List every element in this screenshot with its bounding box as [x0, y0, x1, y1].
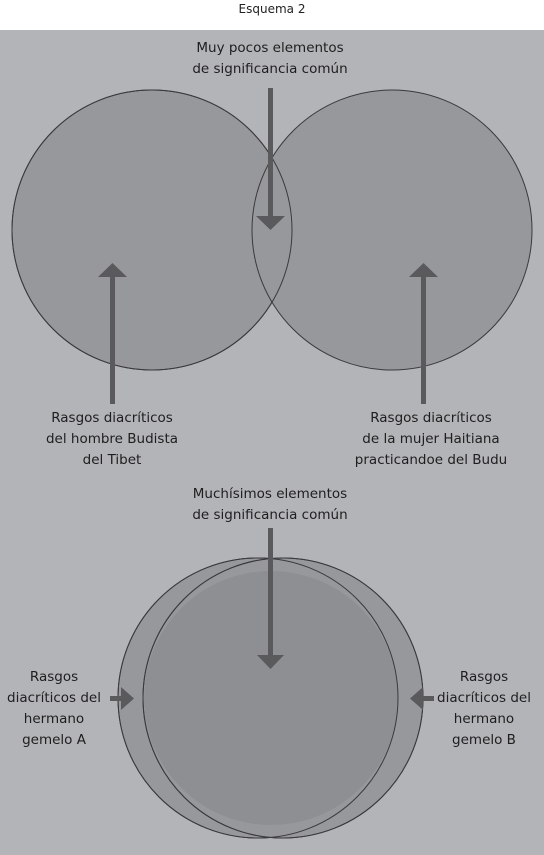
label-line: Rasgos diacríticos	[370, 410, 492, 426]
label-line: del hombre Budista	[45, 431, 179, 447]
label-line: Rasgos	[459, 669, 509, 685]
label-line: Muy pocos elementos	[196, 40, 344, 56]
label-line: Muchísimos elementos	[192, 486, 348, 502]
circle-budista-outline	[11, 89, 293, 371]
arrow-gemelo-a	[110, 687, 134, 710]
label-line: hermano	[453, 711, 515, 727]
label-haitiana: Rasgos diacríticos de la mujer Haitiana …	[336, 408, 526, 471]
arrow-common-top	[256, 88, 285, 230]
label-gemelo-a: Rasgos diacríticos del hermano gemelo A	[0, 667, 108, 751]
arrow-left-top	[98, 263, 127, 404]
circle-budista	[11, 89, 293, 371]
label-budista: Rasgos diacríticos del hombre Budista de…	[32, 408, 192, 471]
label-gemelo-b: Rasgos diacríticos del hermano gemelo B	[430, 667, 538, 751]
label-line: hermano	[23, 711, 85, 727]
label-line: Rasgos diacríticos	[51, 410, 173, 426]
circle-haitiana	[251, 89, 533, 371]
label-line: gemelo B	[452, 732, 516, 748]
circle-gemelo-overlap	[144, 571, 398, 825]
label-common-top: Muy pocos elementos de significancia com…	[170, 38, 370, 80]
label-line: de significancia común	[192, 61, 348, 77]
label-line: del Tibet	[82, 452, 142, 468]
label-line: Rasgos	[29, 669, 79, 685]
label-line: diacríticos del	[7, 690, 101, 706]
label-common-bottom: Muchísimos elementos de significancia co…	[165, 484, 375, 526]
label-line: gemelo A	[22, 732, 86, 748]
label-line: practicandoe del Budu	[354, 452, 508, 468]
diagram-title: Esquema 2	[238, 2, 306, 16]
label-line: de significancia común	[192, 507, 348, 523]
label-line: de la mujer Haitiana	[362, 431, 500, 447]
arrow-right-top	[409, 263, 438, 404]
label-line: diacríticos del	[437, 690, 531, 706]
arrow-common-bottom	[257, 528, 284, 669]
arrow-gemelo-b	[410, 687, 434, 710]
